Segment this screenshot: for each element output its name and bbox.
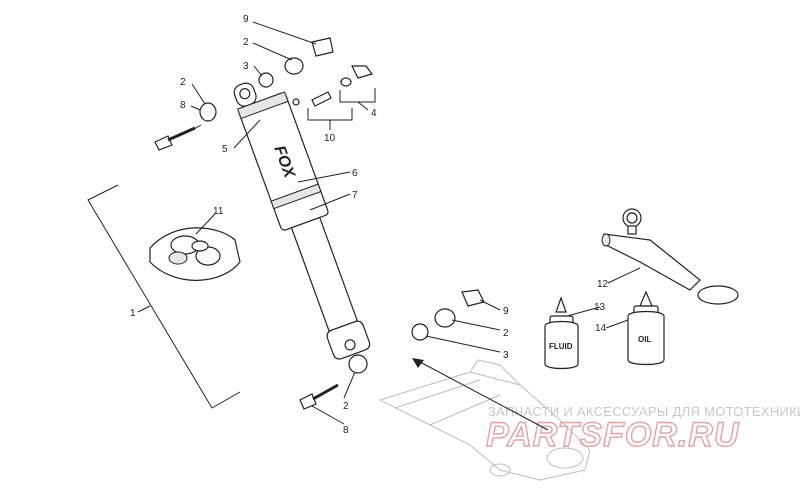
callout-2-top: 2 <box>243 37 249 48</box>
lower-hardware <box>299 289 485 410</box>
upper-hardware <box>154 37 374 151</box>
shock-absorber: FOX <box>233 82 371 360</box>
callout-7: 7 <box>352 190 358 201</box>
callout-4: 4 <box>371 108 377 119</box>
ghost-suspension-arm <box>378 359 591 481</box>
fluid-bottle: FLUID <box>544 296 579 370</box>
callout-10: 10 <box>324 133 336 144</box>
callout-2-bottom: 2 <box>343 401 349 412</box>
callout-1: 1 <box>130 308 136 319</box>
callout-3-bottom: 3 <box>503 350 509 361</box>
callout-13: 13 <box>594 302 606 313</box>
oil-bottle: OIL <box>627 290 665 366</box>
arrow-head-icon <box>412 358 424 368</box>
callout-6: 6 <box>352 168 358 179</box>
callout-12: 12 <box>597 279 609 290</box>
callout-9-top: 9 <box>243 14 249 25</box>
pump-gauge-tool <box>601 208 739 305</box>
callout-8-bottom: 8 <box>343 425 349 436</box>
callout-2-left: 2 <box>180 77 186 88</box>
callout-8-top: 8 <box>180 100 186 111</box>
oil-label: OIL <box>638 335 651 344</box>
callout-14: 14 <box>595 323 607 334</box>
callout-9-bottom: 9 <box>503 306 509 317</box>
callout-2-right: 2 <box>503 328 509 339</box>
leader-lines <box>190 21 641 431</box>
fluid-label: FLUID <box>549 342 573 351</box>
watermark-tagline: ЗАПЧАСТИ И АКСЕССУАРЫ ДЛЯ МОТОТЕХНИКИ <box>488 404 800 419</box>
watermark-logo: PARTSFOR.RU <box>486 416 740 454</box>
assembly-bracket <box>87 184 241 409</box>
callout-5: 5 <box>222 144 228 155</box>
callout-numbers: 9 2 3 2 8 5 10 4 6 7 11 1 9 2 3 2 8 12 1… <box>130 14 609 436</box>
decal-sheet <box>149 227 241 281</box>
callout-3-top: 3 <box>243 61 249 72</box>
callout-11: 11 <box>213 206 224 217</box>
